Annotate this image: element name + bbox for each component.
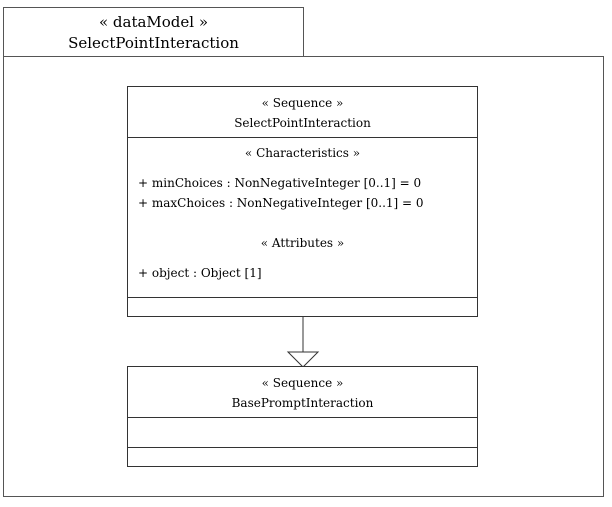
class-select-point-interaction[interactable]: « Sequence » SelectPointInteraction « Ch… (127, 86, 478, 317)
package-tab: « dataModel » SelectPointInteraction (3, 7, 304, 57)
characteristic-item: + minChoices : NonNegativeInteger [0..1]… (138, 176, 422, 190)
attribute-item: + object : Object [1] (138, 266, 262, 280)
class-name: BasePromptInteraction (231, 396, 374, 410)
class-body-compartment: « Characteristics » + minChoices : NonNe… (128, 137, 477, 297)
class-operations-compartment (128, 297, 477, 317)
package-name: SelectPointInteraction (68, 34, 239, 52)
class-stereotype: « Sequence » (261, 376, 344, 390)
class-attributes-compartment (128, 417, 477, 447)
class-operations-compartment (128, 447, 477, 467)
class-stereotype: « Sequence » (261, 96, 344, 110)
class-name: SelectPointInteraction (234, 116, 371, 130)
characteristics-header: « Characteristics » (244, 146, 361, 160)
attributes-header: « Attributes » (260, 236, 345, 250)
generalization-arrowhead (286, 351, 320, 368)
characteristic-item: + maxChoices : NonNegativeInteger [0..1]… (138, 196, 424, 210)
class-base-prompt-interaction[interactable]: « Sequence » BasePromptInteraction (127, 366, 478, 467)
package-stereotype: « dataModel » (98, 13, 209, 31)
